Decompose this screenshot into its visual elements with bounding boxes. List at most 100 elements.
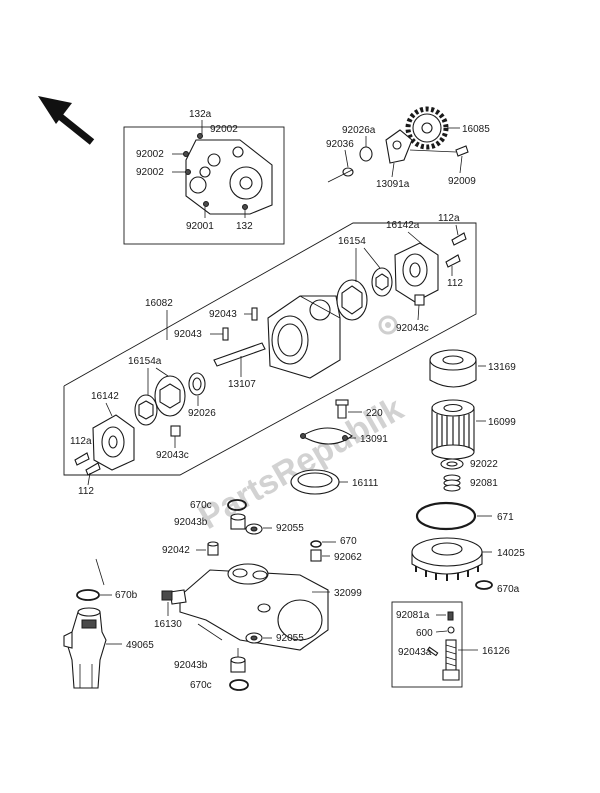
pump-cover-16142 [92,414,135,471]
bolt-92009 [455,145,469,157]
label-92002-c: 92002 [136,167,164,178]
label-92043b-top: 92043b [174,517,208,528]
label-16154a: 16154a [128,356,162,367]
label-16142: 16142 [91,391,119,402]
label-671: 671 [497,512,514,523]
label-670a: 670a [497,584,520,595]
breather-group: 670b 49065 [63,558,154,689]
filter-cover-14025 [411,537,483,581]
label-49065: 49065 [126,640,154,651]
label-92009: 92009 [448,176,476,187]
arrow-up-left-icon [38,96,95,145]
pin-92043-top [251,307,258,321]
label-16111: 16111 [352,478,379,489]
pin-92043c-top [414,294,425,306]
label-92062: 92062 [334,552,362,563]
label-92001: 92001 [186,221,214,232]
label-670c-bot: 670c [190,680,212,691]
pump-cover-part [183,133,273,215]
label-92055-bot: 92055 [276,633,304,644]
washer-92026a [359,146,373,162]
oil-filter-16099 [431,399,475,460]
ball-600 [447,626,455,634]
bolt-112-bot [85,462,101,476]
relief-valve-16126 [442,639,460,681]
oring-670c-bot [229,679,249,691]
inner-rotor-bottom [134,394,158,426]
pump-sprocket [405,106,449,150]
label-92043b-bot: 92043b [174,660,208,671]
pump-cover-frame [123,126,285,245]
label-670b: 670b [115,590,138,601]
pump-cover-16142a [394,242,439,303]
oring-670 [310,540,322,548]
relief-valve-box: 92081a 600 92043a 16126 [391,601,510,688]
label-92055-top: 92055 [276,523,304,534]
collar-92043b-top [230,513,246,530]
outer-rotor-16154a [154,375,186,417]
oil-filter-group: 13169 16099 92022 92081 671 140 [411,349,525,595]
label-13107: 13107 [228,379,256,390]
label-220: 220 [366,408,383,419]
label-92026: 92026 [188,408,216,419]
label-92043-mid: 92043 [174,329,202,340]
label-670c-top: 670c [190,500,212,511]
oring-670b [76,589,100,601]
label-92002-b: 92002 [136,149,164,160]
label-32099: 32099 [334,588,362,599]
label-13091a: 13091a [376,179,410,190]
bolt-112-top [445,254,461,268]
pump-shaft-13107 [213,342,266,367]
oring-671 [415,501,477,531]
oil-pipe-body-32099 [161,563,329,651]
label-13091: 13091 [360,434,388,445]
label-16126: 16126 [482,646,510,657]
label-92043a: 92043a [398,647,432,658]
label-14025: 14025 [497,548,525,559]
label-112a-top: 112a [438,213,460,224]
spring-92081 [443,474,461,492]
label-16130: 16130 [154,619,182,630]
pin-92043-mid [222,327,229,341]
oil-passage-group: 670c 92043b 92055 670 92062 92042 [154,499,362,691]
label-16154: 16154 [338,236,366,247]
bolt-112a-top [451,232,467,246]
oil-pump-assembly-frame [63,222,477,476]
collar-92043b-bot [230,656,246,673]
oring-670a [475,580,493,590]
label-112a-bot: 112a [70,436,92,447]
label-13169: 13169 [488,362,516,373]
pin-92043a [426,646,439,657]
label-92043-top: 92043 [209,309,237,320]
oring-670c-top [227,499,247,511]
label-92081a: 92081a [396,610,430,621]
filter-cap-13169 [429,349,477,388]
plug-92081a [447,611,454,621]
collar-92062 [310,549,322,562]
inner-rotor-top [371,267,393,297]
label-16142a: 16142a [386,220,420,231]
label-112-top: 112 [447,278,463,289]
label-670: 670 [340,536,357,547]
collar-92042 [207,541,219,556]
outer-rotor-16154 [336,279,368,321]
bolt-112a-bot [74,452,90,466]
label-600: 600 [416,628,433,639]
label-92036: 92036 [326,139,354,150]
label-92026a: 92026a [342,125,376,136]
label-112-bot: 112 [78,486,94,497]
label-92042: 92042 [162,545,190,556]
gear-icon [378,315,398,335]
label-92081: 92081 [470,478,498,489]
pump-cover-box: 132a 92002 92002 92002 92001 132 [123,109,285,245]
label-132a: 132a [189,109,212,120]
label-92043c-top: 92043c [396,323,429,334]
label-92002-a: 92002 [210,124,238,135]
label-92022: 92022 [470,459,498,470]
label-16085: 16085 [462,124,490,135]
bolt-220 [337,403,347,419]
label-16082: 16082 [145,298,173,309]
relief-valve-frame [391,601,463,688]
